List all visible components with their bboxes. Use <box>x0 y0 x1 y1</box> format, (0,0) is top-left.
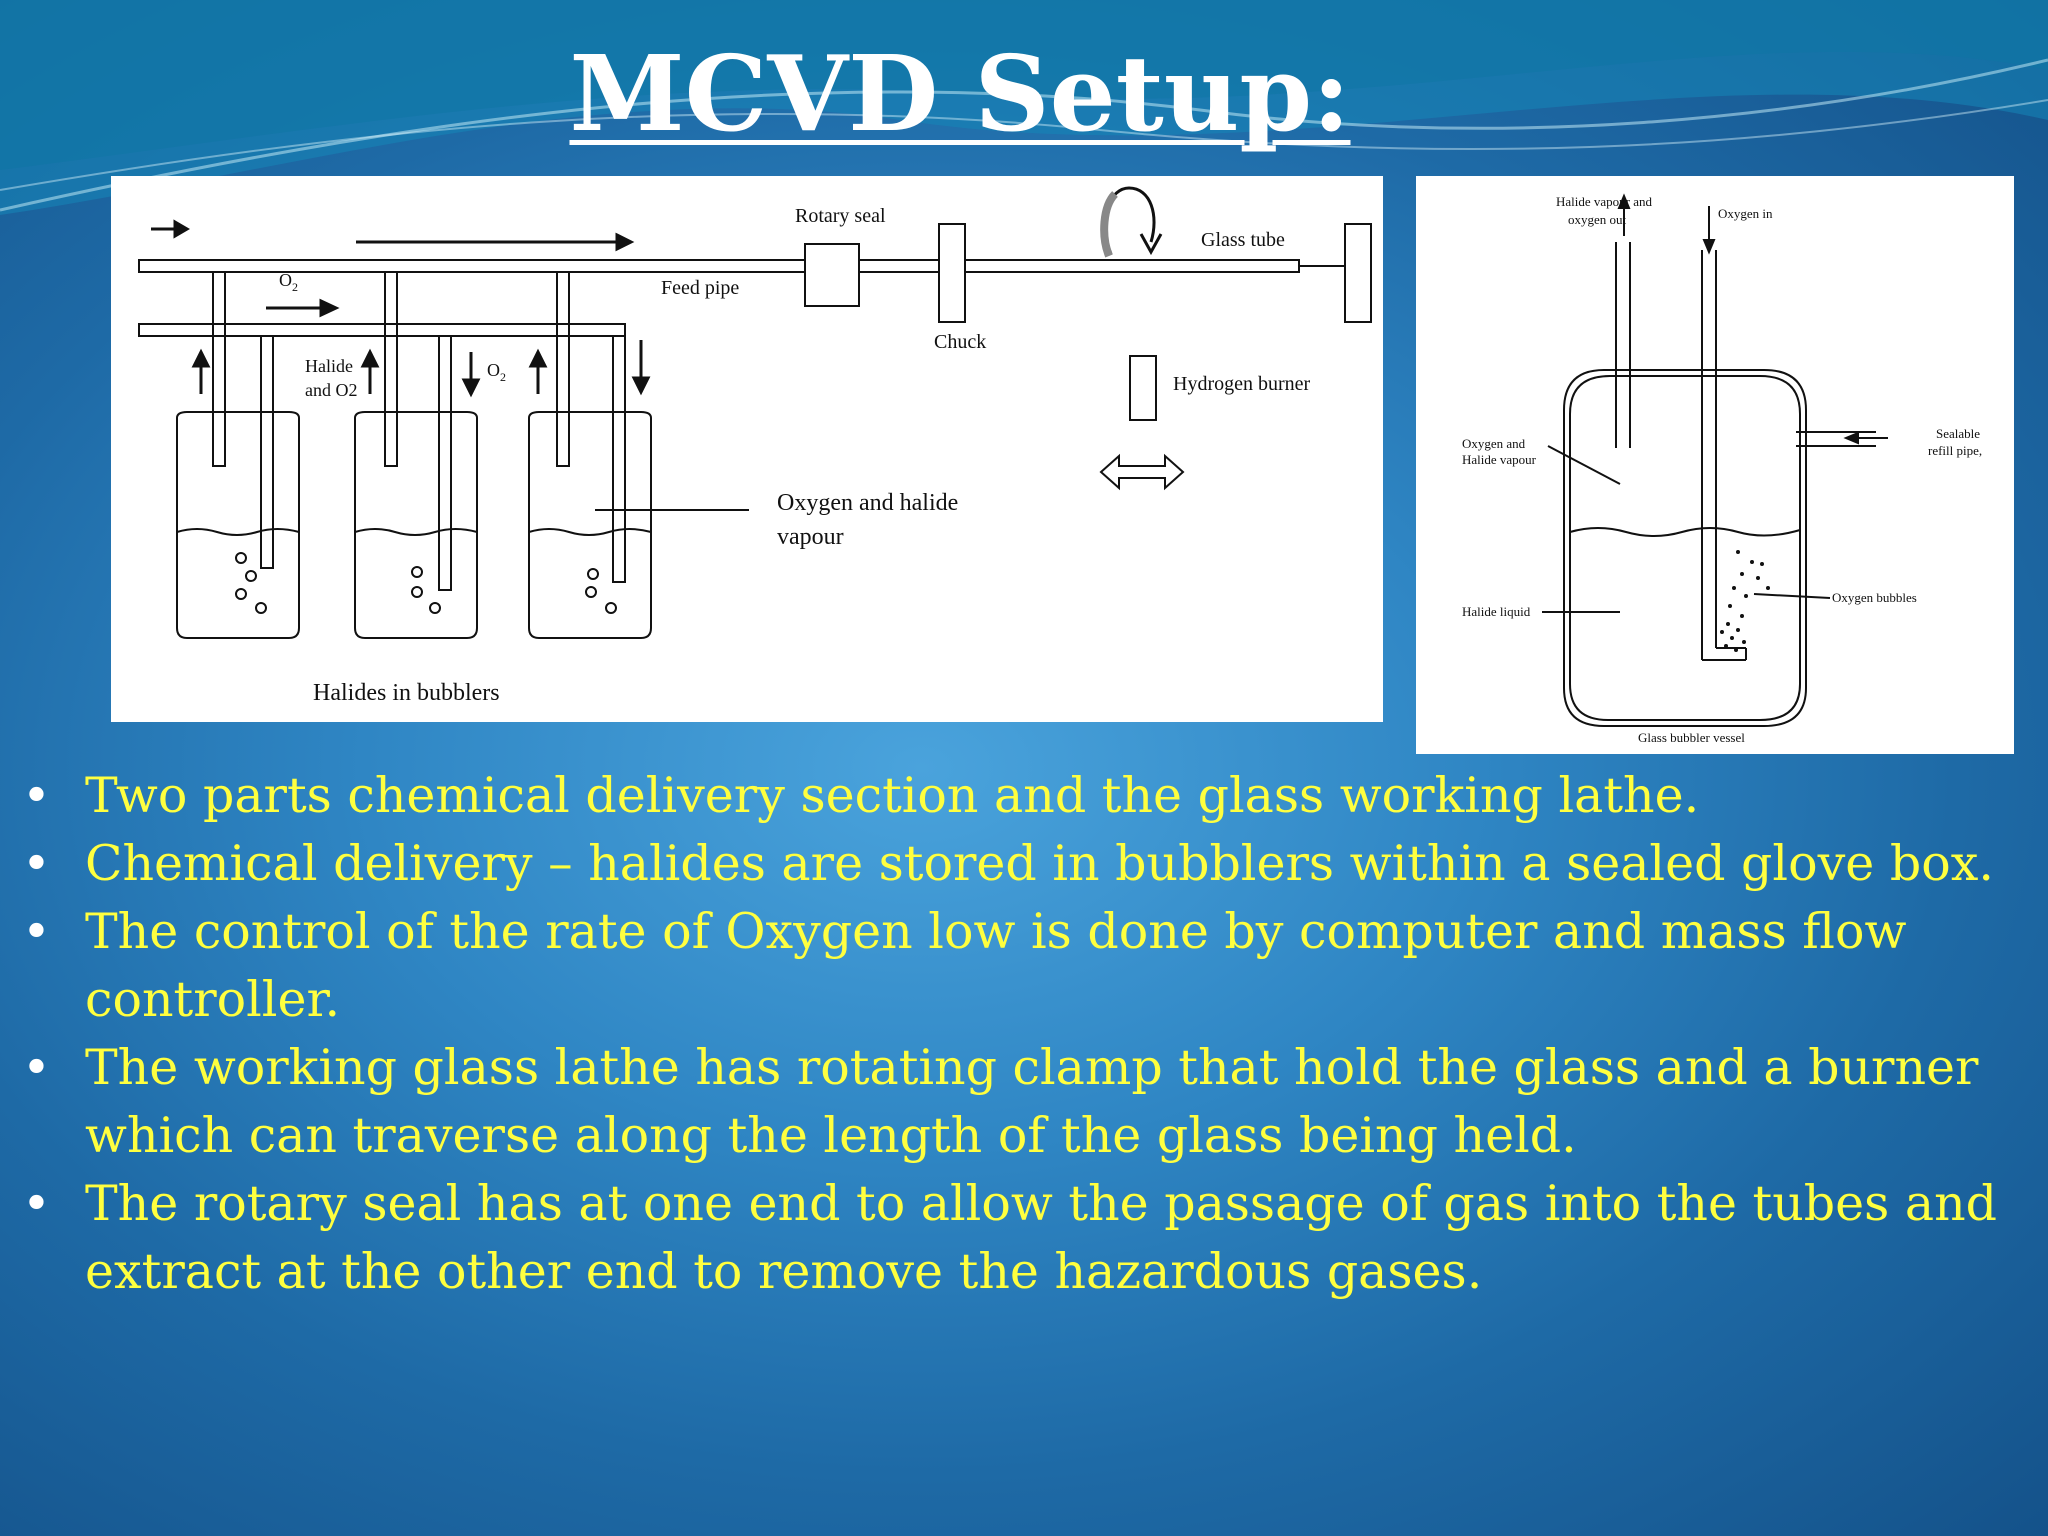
traverse-double-arrow <box>1099 453 1185 491</box>
lathe-diagram-drawing: Rotary seal Glass tube Feed pipe Chuck H… <box>138 186 1372 706</box>
label-chuck: Chuck <box>934 331 986 353</box>
label-halide-o2-line2: and O2 <box>305 380 358 400</box>
label-halide-liquid: Halide liquid <box>1462 604 1531 619</box>
label-glass-bubbler-vessel: Glass bubbler vessel <box>1638 730 1745 745</box>
label-halide-o2-line1: Halide <box>305 356 353 376</box>
manifold-pipe <box>138 323 626 337</box>
bullet-item: • The control of the rate of Oxygen low i… <box>22 898 2012 1034</box>
hydrogen-burner <box>1129 355 1157 421</box>
bullet-text: Two parts chemical delivery section and … <box>85 767 1700 824</box>
bullet-marker: • <box>22 767 51 824</box>
label-oxygen-bubbles: Oxygen bubbles <box>1832 590 1917 605</box>
bubbler-vessel <box>1563 369 1807 727</box>
bubbler-2 <box>354 271 478 639</box>
mcvd-lathe-diagram: Rotary seal Glass tube Feed pipe Chuck H… <box>111 176 1383 722</box>
label-rotary-seal: Rotary seal <box>795 205 886 227</box>
bullet-item: • The rotary seal has at one end to allow… <box>22 1170 2012 1306</box>
bubbler-1 <box>176 271 300 639</box>
oxygen-bubbles-dots <box>1720 550 1770 652</box>
bullet-marker: • <box>22 835 51 892</box>
label-oxygen-halide-line2: vapour <box>777 524 844 550</box>
bullet-marker: • <box>22 903 51 960</box>
label-oxygen-in: Oxygen in <box>1718 206 1773 221</box>
bubbler-vessel-diagram: Halide vapour and oxygen out Oxygen in O… <box>1416 176 2014 754</box>
label-halides-in-bubblers: Halides in bubblers <box>313 680 500 706</box>
bullet-item: • The working glass lathe has rotating cl… <box>22 1034 2012 1170</box>
bullet-item: • Chemical delivery – halides are stored … <box>22 830 2012 898</box>
label-halide-out-line1: Halide vapour and <box>1556 194 1653 209</box>
label-o2-top: O2 <box>279 270 298 294</box>
label-feed-pipe: Feed pipe <box>661 277 739 299</box>
bullet-list: • Two parts chemical delivery section and… <box>22 762 2012 1306</box>
label-glass-tube: Glass tube <box>1201 229 1285 251</box>
header-wave-decoration <box>0 0 2048 215</box>
chuck <box>938 223 966 323</box>
label-sealable-line2: refill pipe, <box>1928 443 1982 458</box>
label-hydrogen-burner: Hydrogen burner <box>1173 373 1311 395</box>
tube-end-flange <box>1344 223 1372 323</box>
bullet-marker: • <box>22 1039 51 1096</box>
label-oxy-halide-vapour-line1: Oxygen and <box>1462 436 1526 451</box>
bubbler-vessel-drawing: Halide vapour and oxygen out Oxygen in O… <box>1462 193 1982 745</box>
bullet-marker: • <box>22 1175 51 1232</box>
bullet-item: • Two parts chemical delivery section and… <box>22 762 2012 830</box>
feed-pipe <box>138 259 1300 273</box>
label-halide-out-line2: oxygen out <box>1568 212 1627 227</box>
label-o2-bubbler: O2 <box>487 360 506 384</box>
bullet-text: The working glass lathe has rotating cla… <box>85 1039 1979 1164</box>
bubbler-3 <box>528 271 652 639</box>
rotary-seal <box>804 243 860 307</box>
label-sealable-line1: Sealable <box>1936 426 1980 441</box>
bullet-text: The control of the rate of Oxygen low is… <box>85 903 1907 1028</box>
slide-title: MCVD Setup: <box>569 32 1351 155</box>
label-oxygen-halide-line1: Oxygen and halide <box>777 490 958 516</box>
label-oxy-halide-vapour-line2: Halide vapour <box>1462 452 1537 467</box>
bullet-text: The rotary seal has at one end to allow … <box>85 1175 1998 1300</box>
bullet-text: Chemical delivery – halides are stored i… <box>85 835 1994 892</box>
